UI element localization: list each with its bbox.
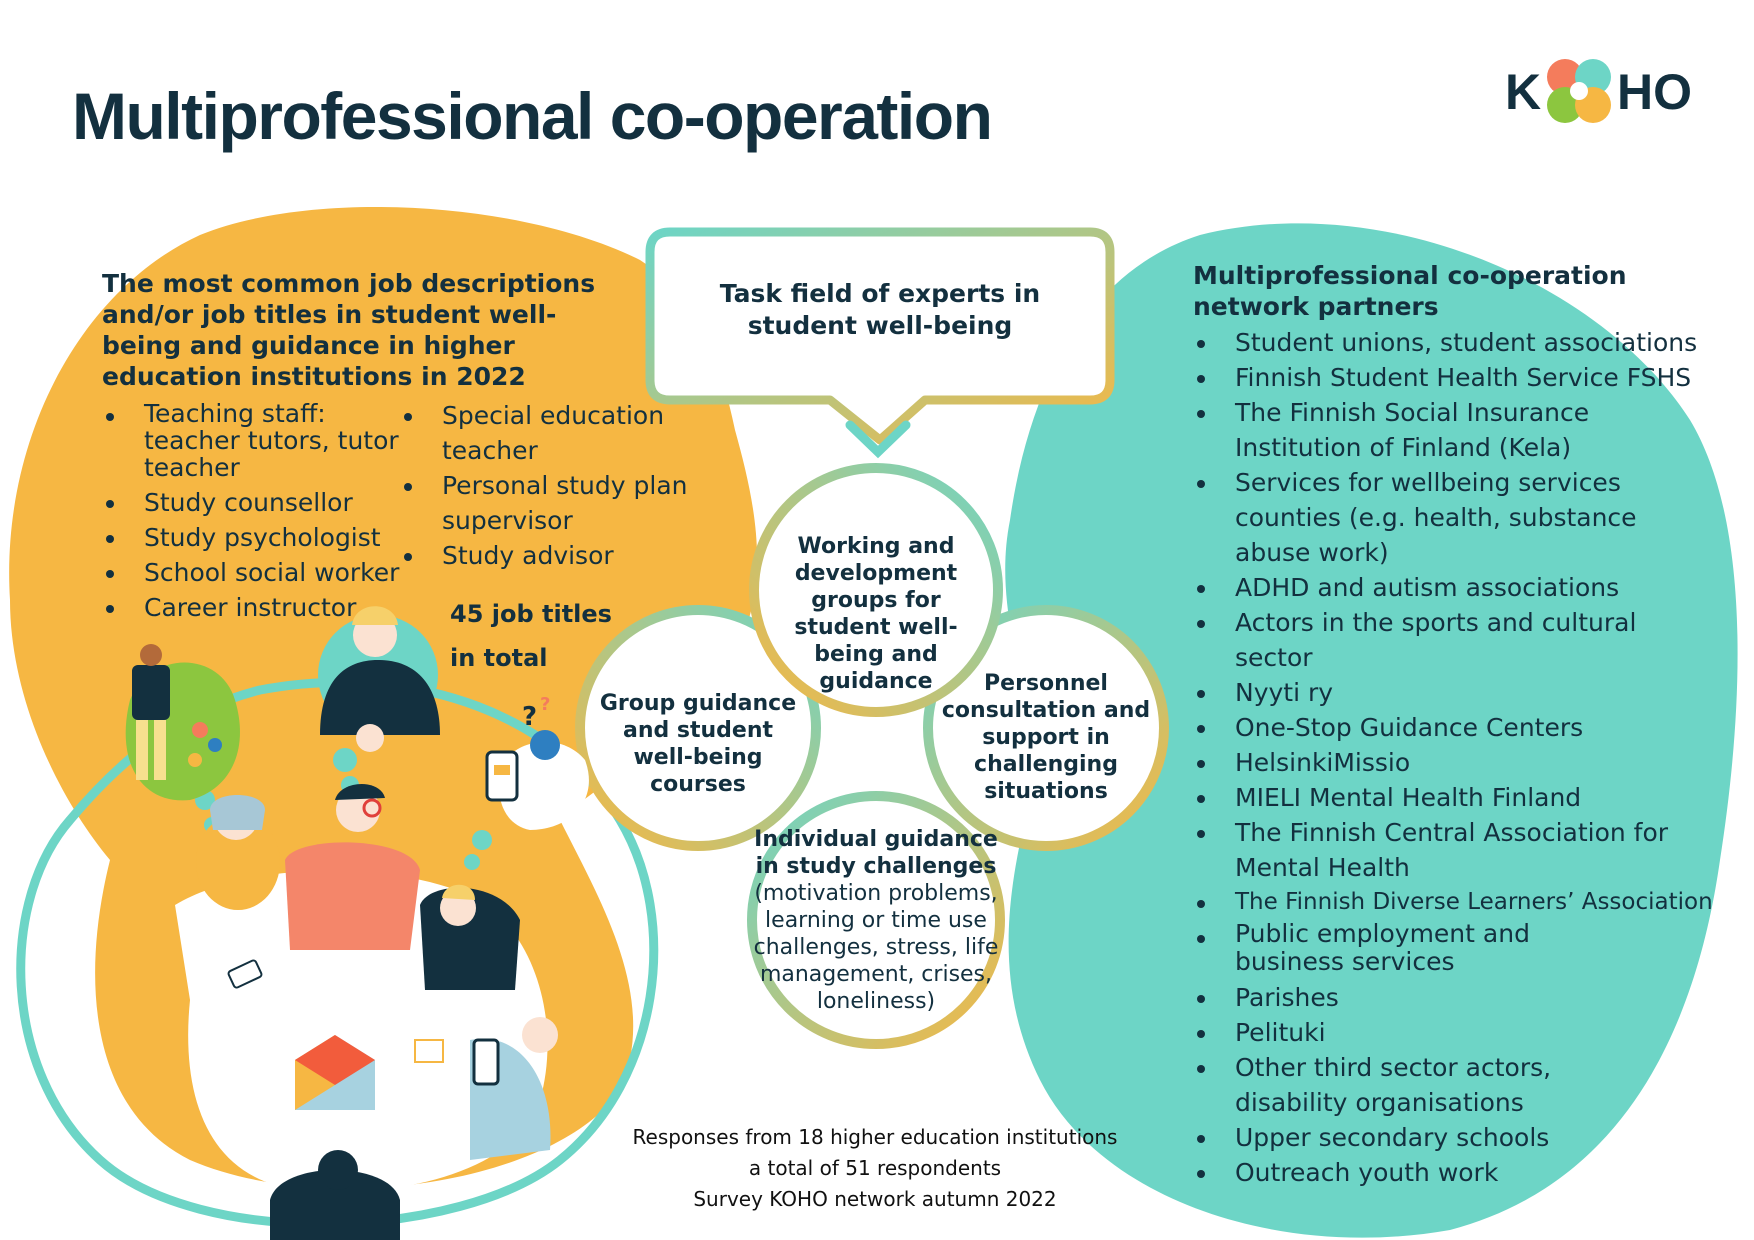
circle-bottom-label: Individual guidance in study challenges … bbox=[750, 826, 1002, 1015]
list-item: Study psychologist bbox=[102, 520, 412, 555]
list-item: Actors in the sports and cultural sector bbox=[1193, 605, 1655, 675]
svg-text:?: ? bbox=[522, 702, 537, 732]
list-item: ADHD and autism associations bbox=[1193, 570, 1753, 605]
circle-right-ring bbox=[923, 605, 1169, 851]
list-item: Teaching staff: teacher tutors, tutor te… bbox=[102, 398, 412, 485]
circle-left-label: Group guidance and student well-being co… bbox=[599, 691, 797, 797]
list-item: The Finnish Diverse Learners’ Associatio… bbox=[1193, 885, 1753, 920]
network-partners-list: Student unions, student associations Fin… bbox=[1193, 325, 1753, 1190]
list-item: MIELI Mental Health Finland bbox=[1193, 780, 1753, 815]
list-item: Personal study plan supervisor bbox=[400, 468, 690, 538]
right-panel-heading: Multiprofessional co-operation network p… bbox=[1193, 261, 1627, 321]
svg-text:?: ? bbox=[540, 694, 550, 715]
job-titles-count-suffix: in total bbox=[450, 644, 548, 672]
list-item: Services for wellbeing services counties… bbox=[1193, 465, 1655, 570]
footnote-line-2: a total of 51 respondents bbox=[748, 1156, 1002, 1180]
task-field-label: Task field of experts in student well-be… bbox=[719, 279, 1041, 340]
list-item: Student unions, student associations bbox=[1193, 325, 1753, 360]
job-titles-count: 45 job titles bbox=[450, 600, 612, 628]
student-illustration bbox=[125, 644, 240, 801]
survey-footnote: Responses from 18 higher education insti… bbox=[560, 1122, 1190, 1215]
list-item: The Finnish Social Insurance Institution… bbox=[1193, 395, 1615, 465]
list-item: Study counsellor bbox=[102, 485, 412, 520]
circle-left-ring bbox=[575, 605, 821, 851]
list-item: Finnish Student Health Service FSHS bbox=[1193, 360, 1753, 395]
list-item: Special education teacher bbox=[400, 398, 690, 468]
logo-letters-ho: HO bbox=[1617, 64, 1692, 120]
circle-top-label: Working and development groups for stude… bbox=[794, 534, 958, 694]
list-item: Study advisor bbox=[400, 538, 690, 573]
list-item: Upper secondary schools bbox=[1193, 1120, 1753, 1155]
list-item: Other third sector actors, disability or… bbox=[1193, 1050, 1665, 1120]
job-titles-list-b: Special education teacher Personal study… bbox=[400, 398, 690, 573]
circle-bottom-ring bbox=[747, 791, 1005, 1049]
circle-top-ring bbox=[749, 463, 1003, 717]
down-arrow-head bbox=[845, 420, 911, 459]
list-item: Public employment and business services bbox=[1193, 920, 1575, 980]
footnote-line-1: Responses from 18 higher education insti… bbox=[632, 1125, 1118, 1149]
page-title: Multiprofessional co-operation bbox=[72, 79, 993, 153]
list-item: School social worker bbox=[102, 555, 412, 590]
koho-logo: K HO bbox=[1505, 55, 1695, 135]
list-item: The Finnish Central Association for Ment… bbox=[1193, 815, 1675, 885]
circle-bottom-title: Individual guidance in study challenges bbox=[754, 827, 998, 879]
thinking-man-illustration bbox=[318, 606, 440, 752]
teal-blob bbox=[1005, 223, 1738, 1238]
footnote-line-3: Survey KOHO network autumn 2022 bbox=[693, 1187, 1057, 1211]
circle-bottom-subtitle: (motivation problems, learning or time u… bbox=[753, 881, 999, 1014]
logo-letter-k: K bbox=[1505, 64, 1542, 120]
circle-right-label: Personnel consultation and support in ch… bbox=[941, 671, 1151, 804]
job-titles-list-a: Teaching staff: teacher tutors, tutor te… bbox=[102, 398, 412, 625]
list-item: Parishes bbox=[1193, 980, 1753, 1015]
phone-person-illustration: ? ? bbox=[485, 694, 589, 830]
list-item: Outreach youth work bbox=[1193, 1155, 1753, 1190]
list-item: HelsinkiMissio bbox=[1193, 745, 1753, 780]
logo-puzzle-icon bbox=[1547, 59, 1611, 123]
left-panel-heading: The most common job descriptions and/or … bbox=[102, 269, 596, 391]
list-item: Pelituki bbox=[1193, 1015, 1753, 1050]
group-table-illustration bbox=[175, 783, 558, 1240]
list-item: One-Stop Guidance Centers bbox=[1193, 710, 1753, 745]
list-item: Career instructor bbox=[102, 590, 412, 625]
list-item: Nyyti ry bbox=[1193, 675, 1753, 710]
